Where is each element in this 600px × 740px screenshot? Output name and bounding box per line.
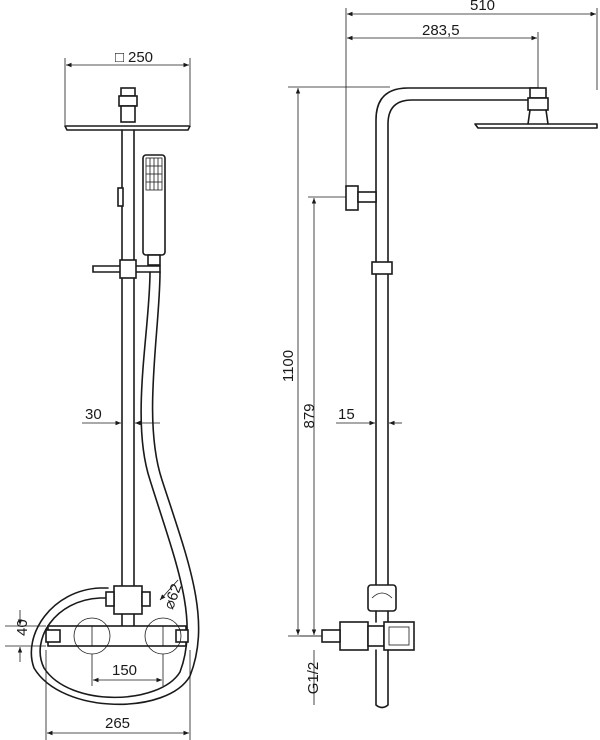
mixer-width-dimension: 265 <box>45 650 191 740</box>
head-width-dimension: □ 250 <box>64 49 191 125</box>
total-height-dimension: 1100 <box>280 86 390 637</box>
slider-height-label: 879 <box>301 403 318 428</box>
side-mixer <box>321 621 415 709</box>
side-diverter <box>367 584 397 623</box>
side-shower-head <box>474 87 598 129</box>
diverter <box>105 585 151 629</box>
riser-and-arm <box>371 87 539 586</box>
mixer-height-label: 40 <box>14 619 31 636</box>
thermostatic-mixer <box>45 617 189 655</box>
total-height-label: 1100 <box>280 350 297 382</box>
riser-pipe <box>117 129 135 586</box>
arm-length-label: 283,5 <box>422 22 460 39</box>
mixer-width-label: 265 <box>105 715 130 732</box>
hand-shower <box>142 154 166 256</box>
wall-bracket <box>345 185 377 211</box>
pipe-offset-dimension: 15 <box>336 406 402 426</box>
thread-label: G1/2 <box>305 662 322 695</box>
square-symbol: □ <box>115 49 124 66</box>
thread-label-group: G1/2 <box>300 635 322 705</box>
slider-height-dimension: 879 <box>301 196 346 635</box>
pipe-offset-label: 15 <box>338 406 355 423</box>
front-view: □ 250 <box>5 49 200 740</box>
center-distance-dimension: 150 <box>91 654 164 686</box>
mixer-diameter-label: ⌀62 <box>161 582 186 612</box>
overhead-shower-head <box>64 87 191 131</box>
total-reach-dimension: 510 <box>345 0 598 190</box>
slider-holder <box>92 254 161 279</box>
side-view: 510 283,5 1100 879 <box>280 0 598 709</box>
rail-diameter-label: 30 <box>85 406 102 423</box>
total-reach-label: 510 <box>470 0 495 14</box>
arm-length-dimension: 283,5 <box>347 22 539 88</box>
center-distance-label: 150 <box>112 662 137 679</box>
head-width-label: 250 <box>128 49 153 66</box>
mixer-height-dimension: 40 <box>5 610 46 662</box>
rail-diameter-dimension: 30 <box>82 406 160 426</box>
